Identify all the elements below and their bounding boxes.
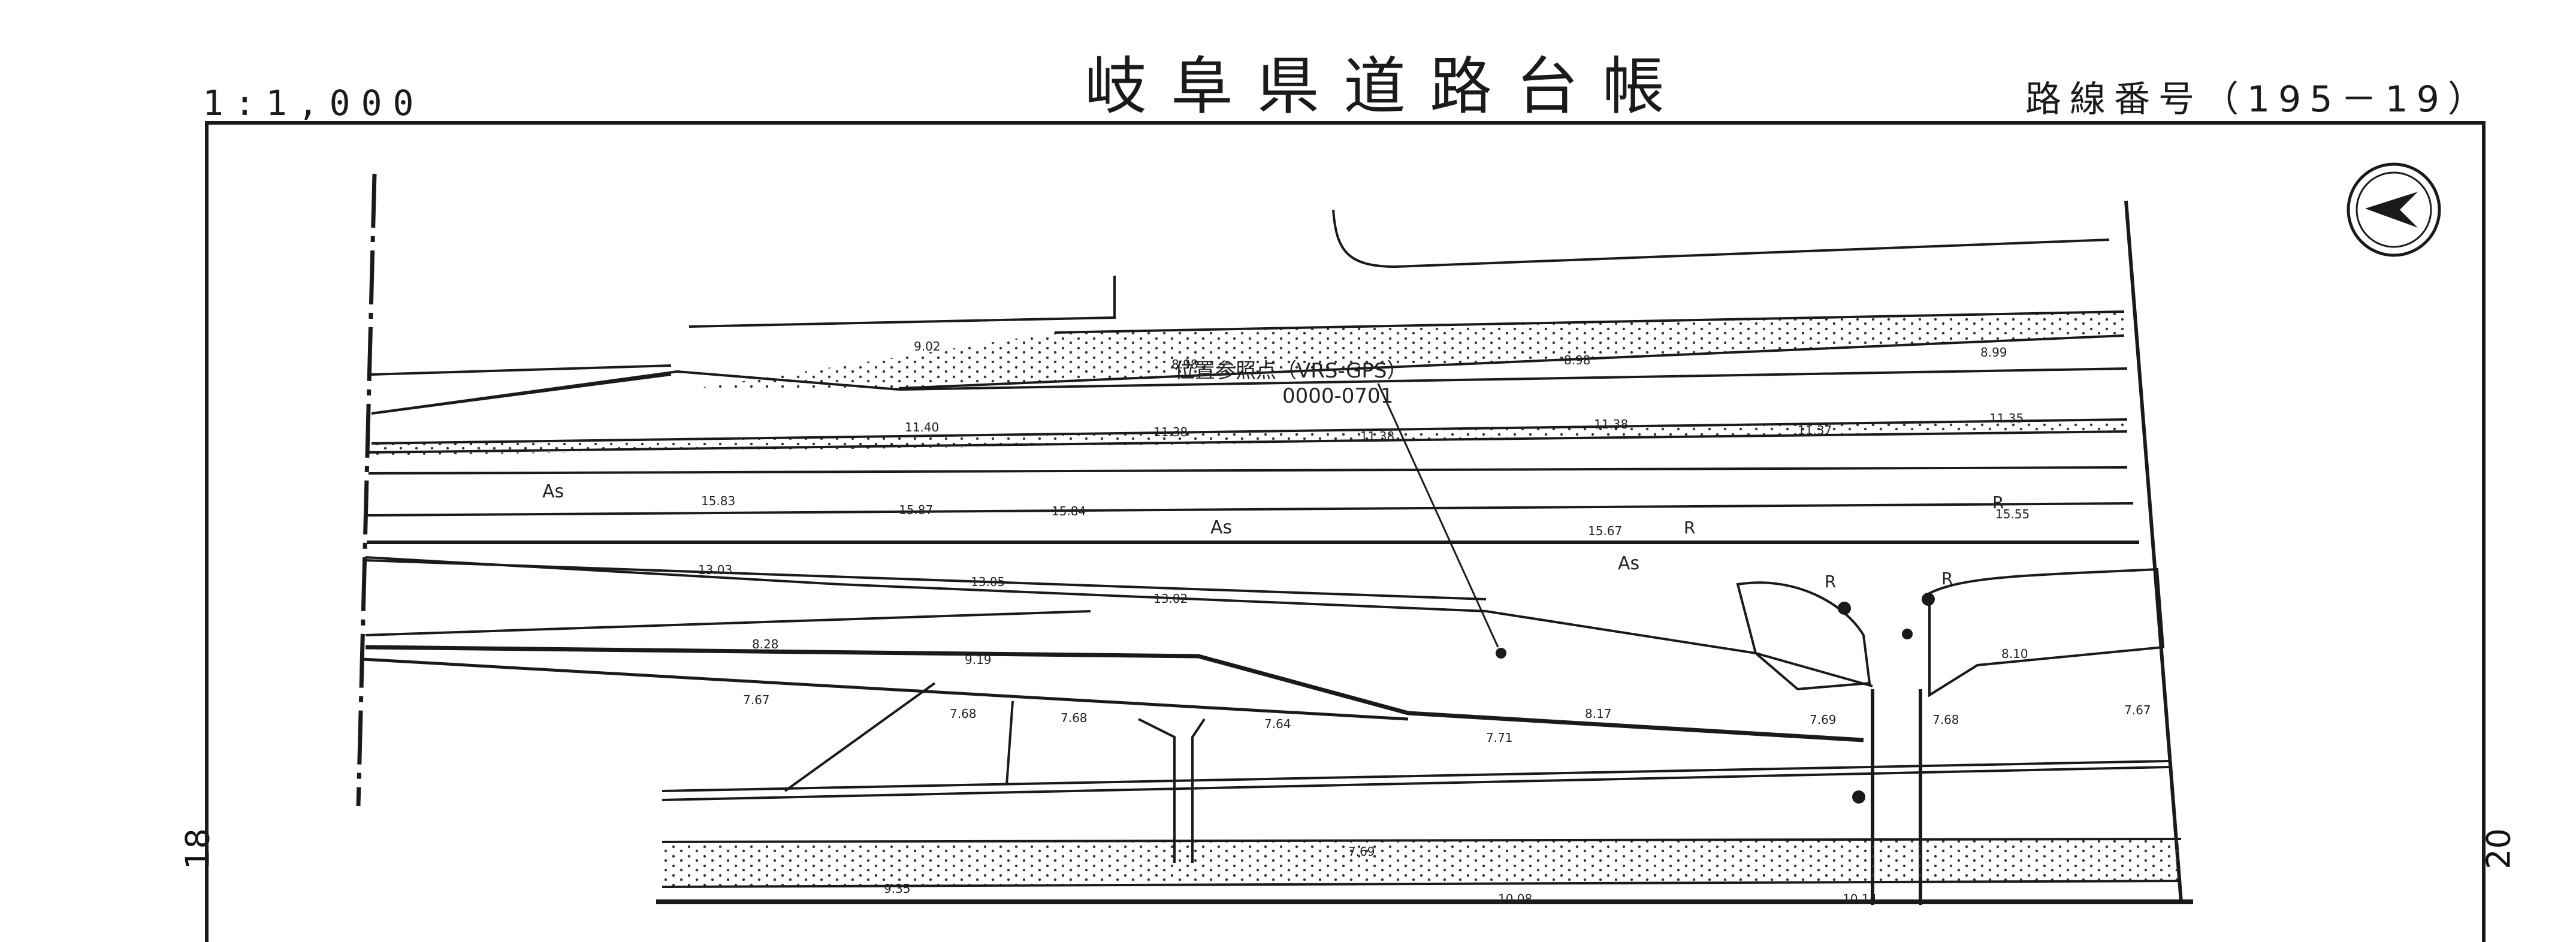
surface-label: As	[542, 481, 564, 502]
elevation-label: 11.38	[1360, 429, 1394, 443]
elevation-label: 11.37	[1798, 423, 1832, 437]
elevation-label: 15.87	[899, 503, 933, 517]
slope-band-1	[371, 364, 672, 415]
elevation-label: 8.98	[1564, 353, 1591, 367]
elevation-label: 7.68	[1061, 711, 1088, 725]
elevation-label: 7.64	[1264, 717, 1291, 731]
surface-label: As	[1618, 553, 1639, 574]
curve-label: R	[1992, 493, 2004, 512]
reference-point-code: 0000-0701	[1282, 384, 1393, 408]
junction-islands	[1736, 567, 2165, 698]
elevation-label: 9.02	[914, 339, 941, 354]
reference-point-label: 位置参照点（VRS-GPS）	[1174, 359, 1407, 383]
surface-label: As	[1210, 517, 1232, 538]
drainage-lines	[784, 682, 1206, 863]
river-edge	[1332, 209, 2110, 268]
elevation-label: 11.38	[1153, 425, 1188, 439]
elevation-label: 7.67	[743, 693, 770, 707]
lower-road-hatch	[362, 556, 1873, 742]
elevation-label: 8.99	[1980, 345, 2007, 360]
lower-roads	[656, 760, 2193, 904]
elevation-label: 13.05	[971, 575, 1005, 589]
elevation-label: 7.71	[1486, 730, 1513, 745]
elevation-label: 7.68	[1932, 712, 1959, 727]
elevation-label: 8.17	[1585, 707, 1612, 721]
map-frame	[205, 121, 2486, 942]
route-number: 路線番号（195－19）	[2025, 78, 2492, 120]
map-scale: 1:1,000	[203, 83, 425, 123]
reference-point-marker	[1496, 648, 1506, 659]
main-road-hatch-upper	[368, 430, 2128, 475]
curve-label: R	[1684, 518, 1695, 538]
curve-label: R	[1825, 572, 1836, 591]
main-carriageway	[366, 502, 2139, 544]
elevation-label: 13.02	[1153, 591, 1188, 606]
section-boundary-left	[356, 173, 377, 807]
elevation-label: 7.68	[950, 707, 977, 721]
elevation-labels: 9.02 8.98 8.98 8.99 11.40 11.38 11.38 11…	[698, 339, 2151, 906]
map-title: 岐阜県道路台帳	[1085, 50, 1689, 123]
elevation-label: 15.83	[701, 494, 735, 508]
elevation-label: 8.28	[752, 637, 779, 651]
elevation-label: 9.19	[965, 653, 992, 667]
elevation-label: 15.55	[1995, 507, 2030, 521]
reference-leader-line	[1377, 383, 1499, 648]
elevation-label: 15.67	[1588, 524, 1622, 538]
field-edge	[688, 276, 1116, 328]
curve-label: R	[1941, 569, 1953, 588]
elevation-label: 7.67	[2124, 703, 2151, 717]
upper-embankment	[371, 310, 2125, 415]
section-boundary-right	[2124, 200, 2183, 902]
elevation-label: 10.14	[1843, 892, 1877, 906]
elevation-label: 15.84	[1052, 504, 1086, 518]
elevation-label: 8.98	[1171, 357, 1198, 372]
structure-markers	[1838, 593, 1935, 804]
elevation-label: 11.38	[1594, 417, 1628, 431]
elevation-label: 11.35	[1989, 411, 2024, 425]
elevation-label: 13.03	[698, 563, 732, 577]
elevation-label: 7.69	[1810, 712, 1837, 727]
elevation-label: 11.40	[905, 420, 939, 434]
elevation-label: 7.69	[1348, 844, 1375, 859]
north-arrow-icon	[2347, 162, 2441, 257]
elevation-label: 9.35	[884, 881, 911, 896]
elevation-label: 8.10	[2001, 647, 2028, 661]
elevation-label: 10.08	[1498, 892, 1532, 906]
